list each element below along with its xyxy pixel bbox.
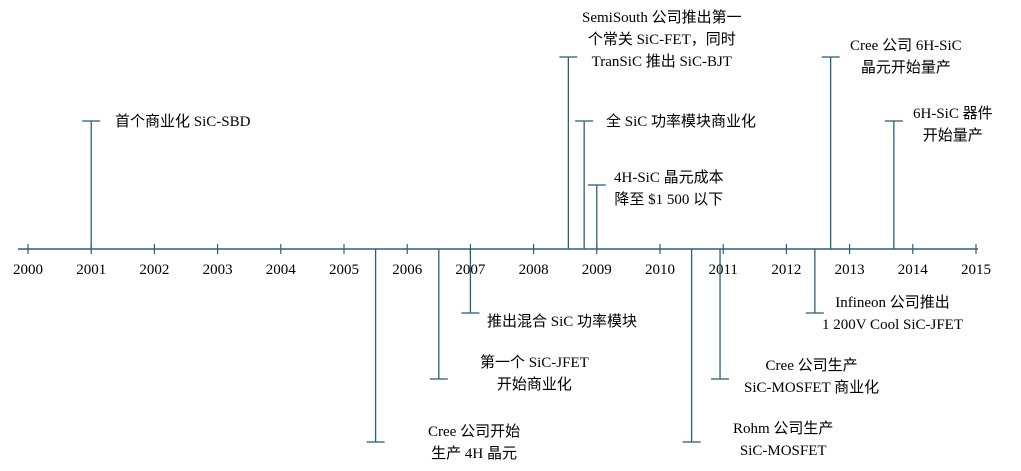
event-label-line: Infineon 公司推出: [835, 295, 950, 311]
event-label: 首个商业化 SiC-SBD: [115, 111, 250, 133]
event-label-line: 晶元开始量产: [860, 60, 951, 76]
year-label: 2005: [329, 262, 359, 278]
event-label: Cree 公司生产 SiC-MOSFET 商业化: [744, 355, 879, 399]
event-label-line: 推出混合 SiC 功率模块: [487, 314, 638, 330]
year-label: 2014: [897, 262, 928, 278]
event-label-line: 生产 4H 晶元: [431, 446, 517, 462]
event-label-line: 个常关 SiC-FET，同时: [587, 32, 736, 48]
year-label: 2009: [581, 262, 612, 278]
event-label: 全 SiC 功率模块商业化: [606, 111, 756, 133]
year-label: 2012: [771, 262, 802, 278]
year-label: 2008: [518, 262, 549, 278]
event-label: 推出混合 SiC 功率模块: [487, 311, 637, 333]
event-label: Infineon 公司推出 1 200V Cool SiC-JFET: [822, 292, 963, 336]
event-label-line: 开始量产: [922, 128, 983, 144]
event-label-line: Cree 公司开始: [428, 424, 521, 440]
year-label: 2006: [392, 262, 423, 278]
event-label: Cree 公司开始生产 4H 晶元: [428, 421, 520, 465]
event-label-line: Cree 公司 6H-SiC: [850, 38, 962, 54]
year-label: 2002: [139, 262, 170, 278]
year-label: 2010: [645, 262, 675, 278]
event-label-line: TranSiC 推出 SiC-BJT: [591, 54, 732, 70]
event-label: 6H-SiC 器件开始量产: [913, 103, 993, 147]
year-label: 2011: [708, 262, 738, 278]
event-label-line: 首个商业化 SiC-SBD: [115, 114, 251, 130]
event-label: SemiSouth 公司推出第一个常关 SiC-FET，同时 TranSiC 推出…: [582, 7, 742, 73]
event-label: Rohm 公司生产 SiC-MOSFET: [733, 418, 833, 462]
year-label: 2013: [834, 262, 865, 278]
event-label-line: SemiSouth 公司推出第一: [582, 10, 742, 26]
year-label: 2007: [455, 262, 486, 278]
year-label: 2015: [961, 262, 991, 278]
year-label: 2003: [202, 262, 233, 278]
event-label-line: SiC-MOSFET 商业化: [744, 380, 880, 396]
event-label-line: Cree 公司生产: [765, 358, 858, 374]
event-label-line: Rohm 公司生产: [733, 421, 834, 437]
event-label-line: 4H-SiC 晶元成本: [614, 170, 724, 186]
event-label-line: 降至 $1 500 以下: [614, 192, 724, 208]
event-label-line: 全 SiC 功率模块商业化: [606, 114, 757, 130]
event-label: 4H-SiC 晶元成本降至 $1 500 以下: [614, 167, 724, 211]
event-label-line: 6H-SiC 器件: [913, 106, 993, 122]
event-label-line: 开始商业化: [496, 377, 572, 393]
event-label-line: SiC-MOSFET: [739, 443, 827, 459]
event-label-line: 第一个 SiC-JFET: [480, 355, 589, 371]
year-label: 2001: [76, 262, 107, 278]
event-label: Cree 公司 6H-SiC 晶元开始量产: [850, 35, 962, 79]
event-label: 第一个 SiC-JFET 开始商业化: [480, 352, 589, 396]
event-label-line: 1 200V Cool SiC-JFET: [822, 317, 963, 333]
year-label: 2000: [13, 262, 43, 278]
year-label: 2004: [265, 262, 296, 278]
